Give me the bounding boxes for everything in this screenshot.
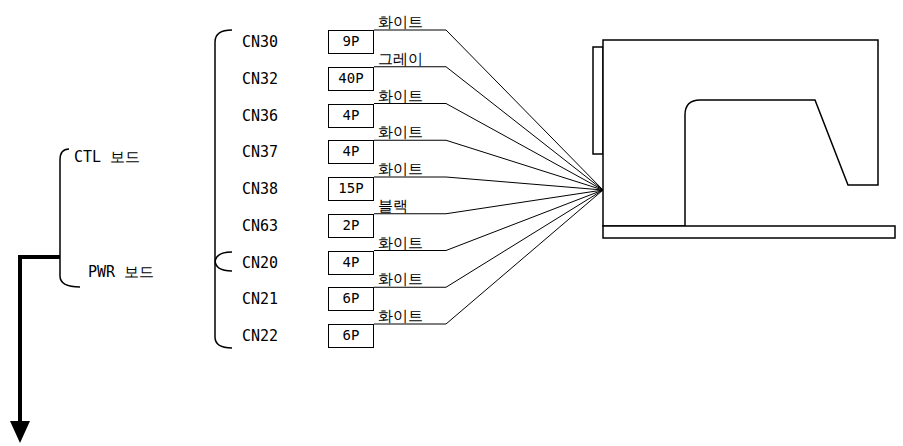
connector-name: CN30: [242, 33, 278, 51]
board-bracket: [60, 149, 80, 287]
wire-color: 그레이: [378, 50, 423, 68]
pin-count: 9P: [343, 33, 360, 49]
pin-count-box: 6P: [328, 324, 374, 348]
pin-count: 4P: [343, 107, 360, 123]
connector-name: CN21: [242, 290, 278, 308]
leader-line: [374, 140, 603, 190]
pin-count: 2P: [343, 217, 360, 233]
connector-name: CN63: [242, 217, 278, 235]
wire-color: 화이트: [378, 13, 423, 31]
wire-color: 화이트: [378, 160, 423, 178]
pin-count-box: 15P: [328, 177, 374, 201]
leader-line: [374, 190, 603, 287]
sewing-machine: [593, 40, 895, 238]
pin-count: 15P: [338, 180, 363, 196]
machine-body: [603, 40, 878, 226]
connector-name: CN37: [242, 143, 278, 161]
pin-count-box: 4P: [328, 104, 374, 128]
pin-count: 4P: [343, 143, 360, 159]
connector-name: CN32: [242, 70, 278, 88]
leader-line: [374, 190, 603, 324]
wire-color: 화이트: [378, 234, 423, 252]
machine-base: [603, 226, 895, 238]
connector-name: CN22: [242, 327, 278, 345]
pin-count-box: 6P: [328, 287, 374, 311]
pin-count: 4P: [343, 254, 360, 270]
pin-count-box: 4P: [328, 140, 374, 164]
leader-line: [374, 67, 603, 190]
flow-arrow-head: [10, 421, 30, 443]
pin-count: 6P: [343, 327, 360, 343]
machine-end-plate: [593, 47, 603, 154]
board-name: PWR 보드: [88, 263, 154, 281]
leader-line: [374, 190, 603, 214]
connector-name: CN20: [242, 254, 278, 272]
bracket-group: [60, 30, 232, 348]
pwr-bracket: [215, 252, 232, 348]
pin-count: 40P: [338, 70, 363, 86]
wire-color: 화이트: [378, 87, 423, 105]
leader-line: [374, 177, 603, 190]
wire-color: 화이트: [378, 270, 423, 288]
leader-line: [374, 30, 603, 190]
ctl-bracket: [215, 30, 232, 271]
pin-count-box: 2P: [328, 214, 374, 238]
pin-count-box: 4P: [328, 251, 374, 275]
pin-count-box: 9P: [328, 30, 374, 54]
connector-name: CN36: [242, 107, 278, 125]
flow-arrow-line: [20, 257, 60, 424]
wire-color: 블랙: [378, 197, 408, 215]
pin-count-box: 40P: [328, 67, 374, 91]
leader-lines: [374, 30, 603, 324]
wire-color: 화이트: [378, 123, 423, 141]
connector-name: CN38: [242, 180, 278, 198]
leader-line: [374, 190, 603, 251]
wire-color: 화이트: [378, 307, 423, 325]
pin-count: 6P: [343, 290, 360, 306]
leader-line: [374, 104, 603, 191]
board-name: CTL 보드: [74, 148, 140, 166]
